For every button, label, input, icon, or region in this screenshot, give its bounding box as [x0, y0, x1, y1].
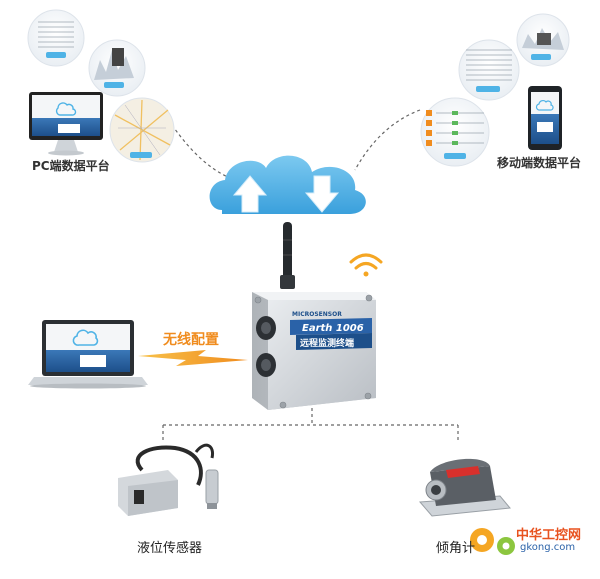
wifi-icon: [349, 253, 383, 277]
download-arrow-icon: [304, 175, 340, 213]
tilt-connector: [425, 479, 447, 501]
connection-lines: [162, 109, 459, 440]
device-label-plate: MICROSENSOR Earth 1006 远程监测终端: [290, 311, 372, 350]
bubble-mobile-monitor: [420, 97, 490, 167]
bubble-map: [109, 97, 175, 163]
watermark-gear-icon: [470, 528, 515, 555]
antenna: [280, 222, 295, 289]
bubble-analysis: [88, 39, 146, 97]
cloud-icon: [209, 155, 366, 214]
bubble-mobile-analysis: [516, 13, 570, 67]
wireless-config-label: 无线配置: [163, 332, 219, 348]
terminal-device: MICROSENSOR Earth 1006 远程监测终端: [252, 222, 376, 410]
connector-bottom: [256, 353, 276, 377]
liquid-level-sensor: [118, 443, 219, 516]
bubble-mobile-report: [458, 39, 520, 101]
watermark-text: 中华工控网: [516, 528, 582, 543]
pc-monitor: [29, 92, 103, 156]
tilt-meter: [418, 458, 511, 517]
connector-top: [256, 316, 276, 340]
mobile-platform-label: 移动端数据平台: [497, 156, 582, 170]
mobile-phone: [528, 86, 562, 150]
lightning-bolt-icon: [138, 350, 248, 366]
watermark-url: gkong.com: [520, 542, 576, 553]
upload-arrow-icon: [232, 175, 268, 213]
pc-platform-label: PC端数据平台: [32, 159, 110, 173]
liquid-sensor-label: 液位传感器: [137, 541, 203, 556]
device-brand: MICROSENSOR: [292, 311, 342, 318]
tilt-meter-label: 倾角计: [436, 541, 476, 556]
device-subtitle: 远程监测终端: [300, 337, 354, 349]
laptop-icon: [28, 320, 148, 389]
pc-platform-group: [27, 9, 175, 163]
device-model: Earth 1006: [302, 323, 364, 334]
mobile-platform-group: [420, 13, 570, 167]
bubble-report: [27, 9, 85, 67]
